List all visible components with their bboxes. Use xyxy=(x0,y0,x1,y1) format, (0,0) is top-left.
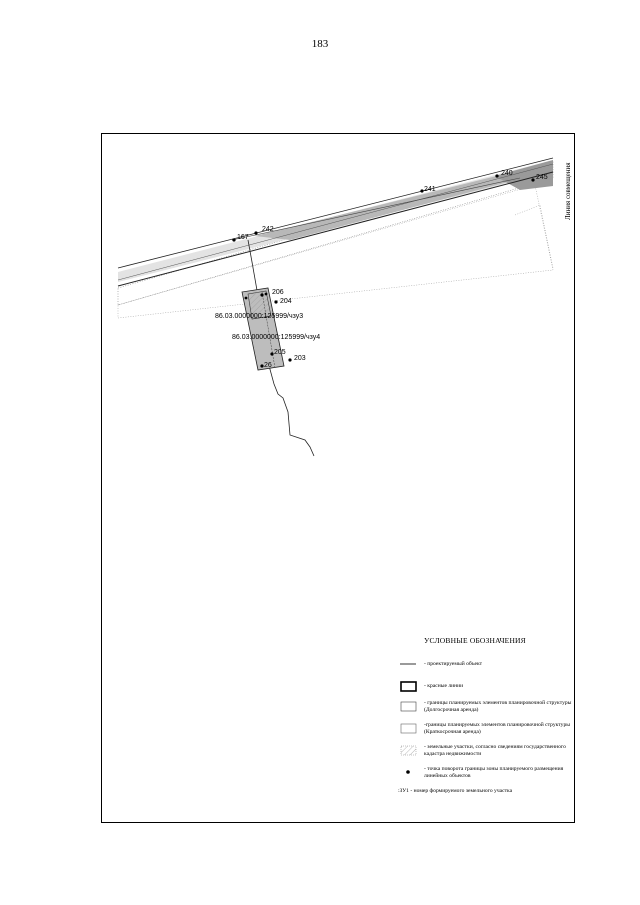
point-245-label: 245 xyxy=(536,174,548,181)
legend-text: - красные линии xyxy=(424,683,464,689)
cadastral-zu3-label: 86.03.0000000:125999/чзу3 xyxy=(215,313,304,320)
point-26-dot xyxy=(260,364,264,368)
match-line-label: Линия совмещения xyxy=(564,162,572,221)
point-241-dot xyxy=(420,189,424,193)
page-number: 183 xyxy=(311,38,329,50)
point-241-label: 241 xyxy=(424,186,436,193)
point-203-label: 203 xyxy=(294,355,306,362)
road-band-dark xyxy=(255,162,553,240)
point-240-label: 240 xyxy=(501,170,513,177)
road-band-gray-right xyxy=(495,160,553,190)
legend-box-short-symbol xyxy=(400,723,417,734)
parcel-divider xyxy=(251,315,273,320)
point-167-label: 167 xyxy=(237,234,249,241)
legend-text: - земельные участки, согласно сведениям … xyxy=(424,744,566,757)
legend-text: -границы планируемых элементов планирово… xyxy=(424,722,571,735)
point-167-dot xyxy=(232,238,236,242)
legend-dot-symbol xyxy=(406,770,410,774)
point-205-dot xyxy=(270,352,274,356)
red-line-upper xyxy=(117,157,554,269)
point-204-dot xyxy=(274,300,278,304)
point-extra-dot-1 xyxy=(244,296,248,300)
legend-red-lines-symbol xyxy=(400,681,417,692)
legend-text: - проектируемый объект xyxy=(424,661,483,667)
cadastral-parcel-strip xyxy=(117,161,554,306)
point-240-dot xyxy=(495,174,499,178)
point-242-dot xyxy=(254,231,258,235)
red-line-lower xyxy=(117,171,554,287)
legend-line-symbol xyxy=(400,663,416,665)
cadastral-parcel-right xyxy=(514,204,554,269)
legend-text: - границы планируемых элементов планиров… xyxy=(424,700,572,713)
cadastral-parcel-lower xyxy=(117,184,554,319)
point-206-label: 206 xyxy=(272,289,284,296)
legend-title: УСЛОВНЫЕ ОБОЗНАЧЕНИЯ xyxy=(424,636,526,645)
point-206-dot xyxy=(260,293,264,297)
point-203-dot xyxy=(288,358,292,362)
boundary-thin xyxy=(117,163,554,281)
legend-box-long-symbol xyxy=(400,701,417,712)
point-26-label: 26 xyxy=(264,362,272,369)
point-245-dot xyxy=(531,178,535,182)
legend-text: - точка поворота границы зоны планируемо… xyxy=(424,766,564,779)
boundary-thin-2 xyxy=(231,177,521,241)
point-204-label: 204 xyxy=(280,298,292,305)
point-205-label: 205 xyxy=(274,349,286,356)
point-242-label: 242 xyxy=(262,226,274,233)
legend-hatched-symbol xyxy=(400,745,417,756)
point-extra-dot-2 xyxy=(264,292,268,296)
cadastral-zu4-label: 86.03.0000000:125999/чзу4 xyxy=(232,334,321,341)
map-frame xyxy=(101,133,575,823)
legend-text: :ЗУ1 - номер формируемого земельного уча… xyxy=(398,788,513,794)
